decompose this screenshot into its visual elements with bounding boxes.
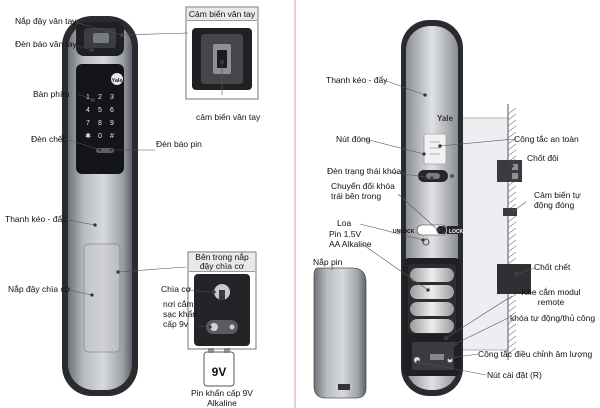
label-emergency-battery: Pin khẩn cấp 9V Alkaline [191, 388, 253, 408]
label-double-latch: Chốt đôi [527, 153, 559, 163]
hatch-line [507, 245, 517, 253]
label-volume-switch: Công tắc điều chỉnh âm lượng [478, 349, 593, 359]
label-fingerprint-sensor: cảm biến vân tay [196, 112, 261, 122]
label-handle-back: Thanh kéo - đẩy [326, 75, 388, 85]
label-lock-status-light: Đèn trạng thái khóa [327, 166, 402, 176]
keypad-keys: 1 2 3 4 5 6 7 8 9 ✱ 0 # [85, 94, 114, 140]
battery-cover-illustration [313, 267, 367, 399]
hatch-line [507, 131, 517, 139]
hatch-line [507, 191, 517, 199]
label-emergency-port: nơi cắm sạc khẩn cấp 9v [163, 299, 198, 329]
hatch-line [507, 227, 517, 235]
keypad-key: 3 [110, 94, 114, 101]
keypad-key: # [110, 133, 114, 140]
keypad-key: 9 [110, 120, 114, 127]
label-handle-front: Thanh kéo - đẩy [5, 214, 67, 224]
keypad-key: ✱ [85, 132, 91, 140]
front-lock-body [62, 16, 138, 396]
hatch-line [507, 311, 517, 319]
keypad-key: 7 [86, 120, 90, 127]
inset-fingerprint-title: Cảm biến vân tay [187, 8, 257, 21]
hatch-line [507, 185, 517, 193]
hatch-line [507, 347, 517, 355]
label-speaker: Loa [337, 218, 352, 228]
hatch-line [507, 221, 517, 229]
label-battery-cover: Nắp pin [313, 257, 343, 267]
keypad-key: 6 [110, 107, 114, 114]
keypad-key: 0 [98, 133, 102, 140]
label-fingerprint-cover: Nắp đậy vân tay [15, 16, 77, 26]
hatch-line [507, 305, 517, 313]
battery-9v-illustration [203, 348, 235, 387]
hatch-line [507, 329, 517, 337]
battery-9v-text: 9V [212, 365, 227, 379]
hatch-line [507, 107, 517, 115]
label-deadbolt-light: Đèn chết [31, 134, 66, 144]
hatch-line [507, 293, 517, 301]
label-close-button: Nút đóng [336, 134, 371, 144]
label-auto-close-sensor: Cảm biến tự động đóng [534, 190, 581, 210]
inset-key-cover-title: Bên trong nắp đậy chìa cơ [189, 253, 255, 272]
lock-text: LOCK [449, 229, 464, 235]
hatch-line [507, 233, 517, 241]
hatch-line [507, 335, 517, 343]
keypad-key: 2 [98, 94, 102, 101]
hatch-line [507, 113, 517, 121]
unlock-text: UNLOCK [393, 229, 415, 235]
hatch-line [507, 323, 517, 331]
label-reset-button: Nút cài đặt (R) [487, 370, 542, 380]
hatch-line [507, 257, 517, 265]
label-remote-slot: Khe cắm modul remote [521, 287, 581, 307]
brand-logo-back: Yale [437, 114, 454, 123]
right-leader-lines [331, 79, 536, 376]
hatch-line [507, 317, 517, 325]
keypad-key: 8 [98, 120, 102, 127]
hatch-line [507, 215, 517, 223]
hatch-line [507, 143, 517, 151]
hatch-line [507, 251, 517, 259]
label-battery-aa: Pin 1.5V AA Alkaline [329, 229, 372, 249]
label-battery-light: Đèn báo pin [156, 139, 202, 149]
hatch-line [507, 341, 517, 349]
label-inner-lock-switch: Chuyển đổi khóa trái bên trong [331, 181, 395, 201]
label-deadbolt: Chốt chết [534, 262, 571, 272]
hatch-line [507, 239, 517, 247]
back-lock-body [401, 20, 463, 396]
brand-logo-front: Yale [111, 78, 122, 84]
hatch-line [507, 299, 517, 307]
label-mech-key: Chìa cơ [161, 284, 192, 294]
hatch-line [507, 137, 517, 145]
hatch-line [507, 119, 517, 127]
label-key-cover: Nắp đậy chìa cơ [8, 284, 71, 294]
keypad-key: 5 [98, 107, 102, 114]
hatch-line [507, 125, 517, 133]
keypad-key: 4 [86, 107, 90, 114]
label-keypad: Bàn phím [33, 89, 70, 99]
door-frame [459, 104, 531, 360]
keypad-key: 1 [86, 94, 90, 101]
label-auto-manual-lock: khóa tự động/thủ công [510, 313, 596, 323]
label-fingerprint-light: Đèn báo vân tay [15, 39, 77, 49]
left-leader-lines [61, 20, 224, 329]
hatch-line [507, 149, 517, 157]
label-safety-switch: Công tắc an toàn [514, 134, 579, 144]
hatch-line [507, 197, 517, 205]
